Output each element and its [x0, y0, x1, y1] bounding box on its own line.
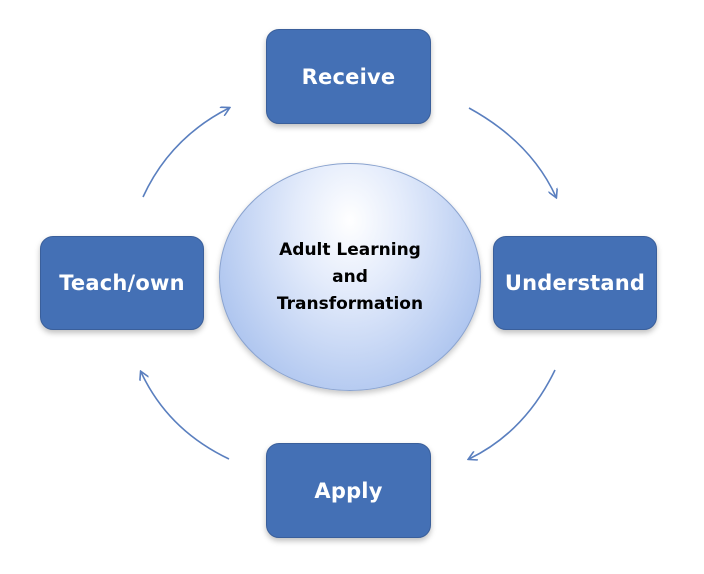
stage-label-understand: Understand — [504, 271, 646, 295]
stage-label-teach-own: Teach/own — [59, 271, 185, 295]
center-label-line-2: and — [332, 266, 368, 287]
stage-label-receive: Receive — [301, 64, 396, 89]
stage-box-receive: Receive — [266, 29, 431, 124]
arrow-receive-to-understand — [468, 107, 556, 197]
stage-box-understand: Understand — [493, 236, 657, 330]
center-ellipse: Adult Learning and Transformation — [219, 163, 481, 391]
stage-box-apply: Apply — [266, 443, 431, 538]
stage-box-teach-own: Teach/own — [40, 236, 204, 330]
arrow-teach-to-receive — [142, 108, 229, 198]
center-label-line-1: Adult Learning — [279, 239, 421, 260]
center-label-line-3: Transformation — [276, 293, 424, 314]
arrow-understand-to-apply — [469, 369, 556, 459]
stage-label-apply: Apply — [314, 478, 383, 503]
arrow-apply-to-teach — [141, 372, 230, 460]
